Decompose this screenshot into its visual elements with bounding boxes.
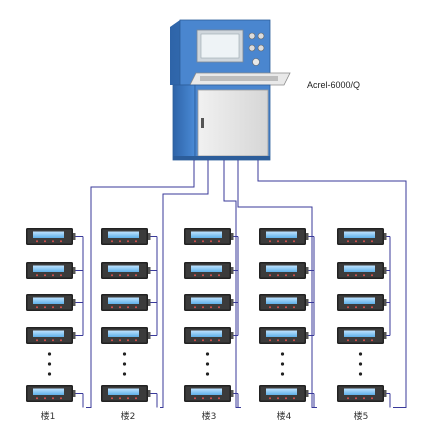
power-meter-device — [259, 294, 309, 311]
power-meter-device — [259, 385, 309, 402]
meter-devices — [26, 228, 387, 402]
building-label-3: 楼3 — [201, 412, 217, 422]
power-meter-device — [259, 262, 309, 279]
power-meter-device — [337, 228, 387, 245]
ellipsis-dot — [122, 352, 127, 356]
ellipsis-dot — [280, 362, 285, 366]
power-meter-device — [101, 228, 151, 245]
power-meter-device — [184, 262, 234, 279]
ellipsis-dot — [205, 362, 210, 366]
power-meter-device — [184, 228, 234, 245]
power-meter-device — [26, 294, 76, 311]
bus-line-5 — [257, 160, 407, 408]
power-meter-device — [337, 327, 387, 344]
ellipsis-dot — [280, 352, 285, 356]
power-meter-device — [184, 294, 234, 311]
power-meter-device — [26, 228, 76, 245]
ellipsis-dot — [205, 372, 210, 376]
building-label-5: 楼5 — [353, 412, 369, 422]
ellipsis-dot — [47, 362, 52, 366]
power-meter-device — [184, 327, 234, 344]
model-label: Acrel-6000/Q — [307, 80, 361, 90]
power-meter-device — [26, 327, 76, 344]
ellipsis-dot — [122, 362, 127, 366]
ellipsis-dot — [205, 352, 210, 356]
building-label-1: 楼1 — [40, 412, 56, 422]
power-meter-device — [26, 385, 76, 402]
bus-line-1 — [86, 160, 195, 408]
bus-lines — [73, 160, 407, 408]
power-meter-device — [337, 294, 387, 311]
power-meter-device — [184, 385, 234, 402]
power-meter-device — [259, 228, 309, 245]
power-meter-device — [101, 385, 151, 402]
ellipsis-dot — [47, 372, 52, 376]
power-meter-device — [259, 327, 309, 344]
ellipsis-dot — [358, 362, 363, 366]
power-meter-device — [101, 294, 151, 311]
ellipsis-dot — [358, 372, 363, 376]
control-knobs — [248, 32, 265, 66]
power-meter-device — [101, 262, 151, 279]
ellipsis-dot — [122, 372, 127, 376]
ellipsis-dot — [358, 352, 363, 356]
bus-line-2 — [160, 160, 209, 408]
bus-line-4 — [237, 160, 317, 408]
power-meter-device — [101, 327, 151, 344]
power-meter-device — [26, 262, 76, 279]
monitoring-cabinet — [170, 19, 291, 161]
ellipsis-dot — [280, 372, 285, 376]
power-meter-device — [337, 262, 387, 279]
building-label-2: 楼2 — [120, 412, 136, 422]
building-label-4: 楼4 — [276, 412, 292, 422]
ellipsis-dot — [47, 352, 52, 356]
power-meter-device — [337, 385, 387, 402]
